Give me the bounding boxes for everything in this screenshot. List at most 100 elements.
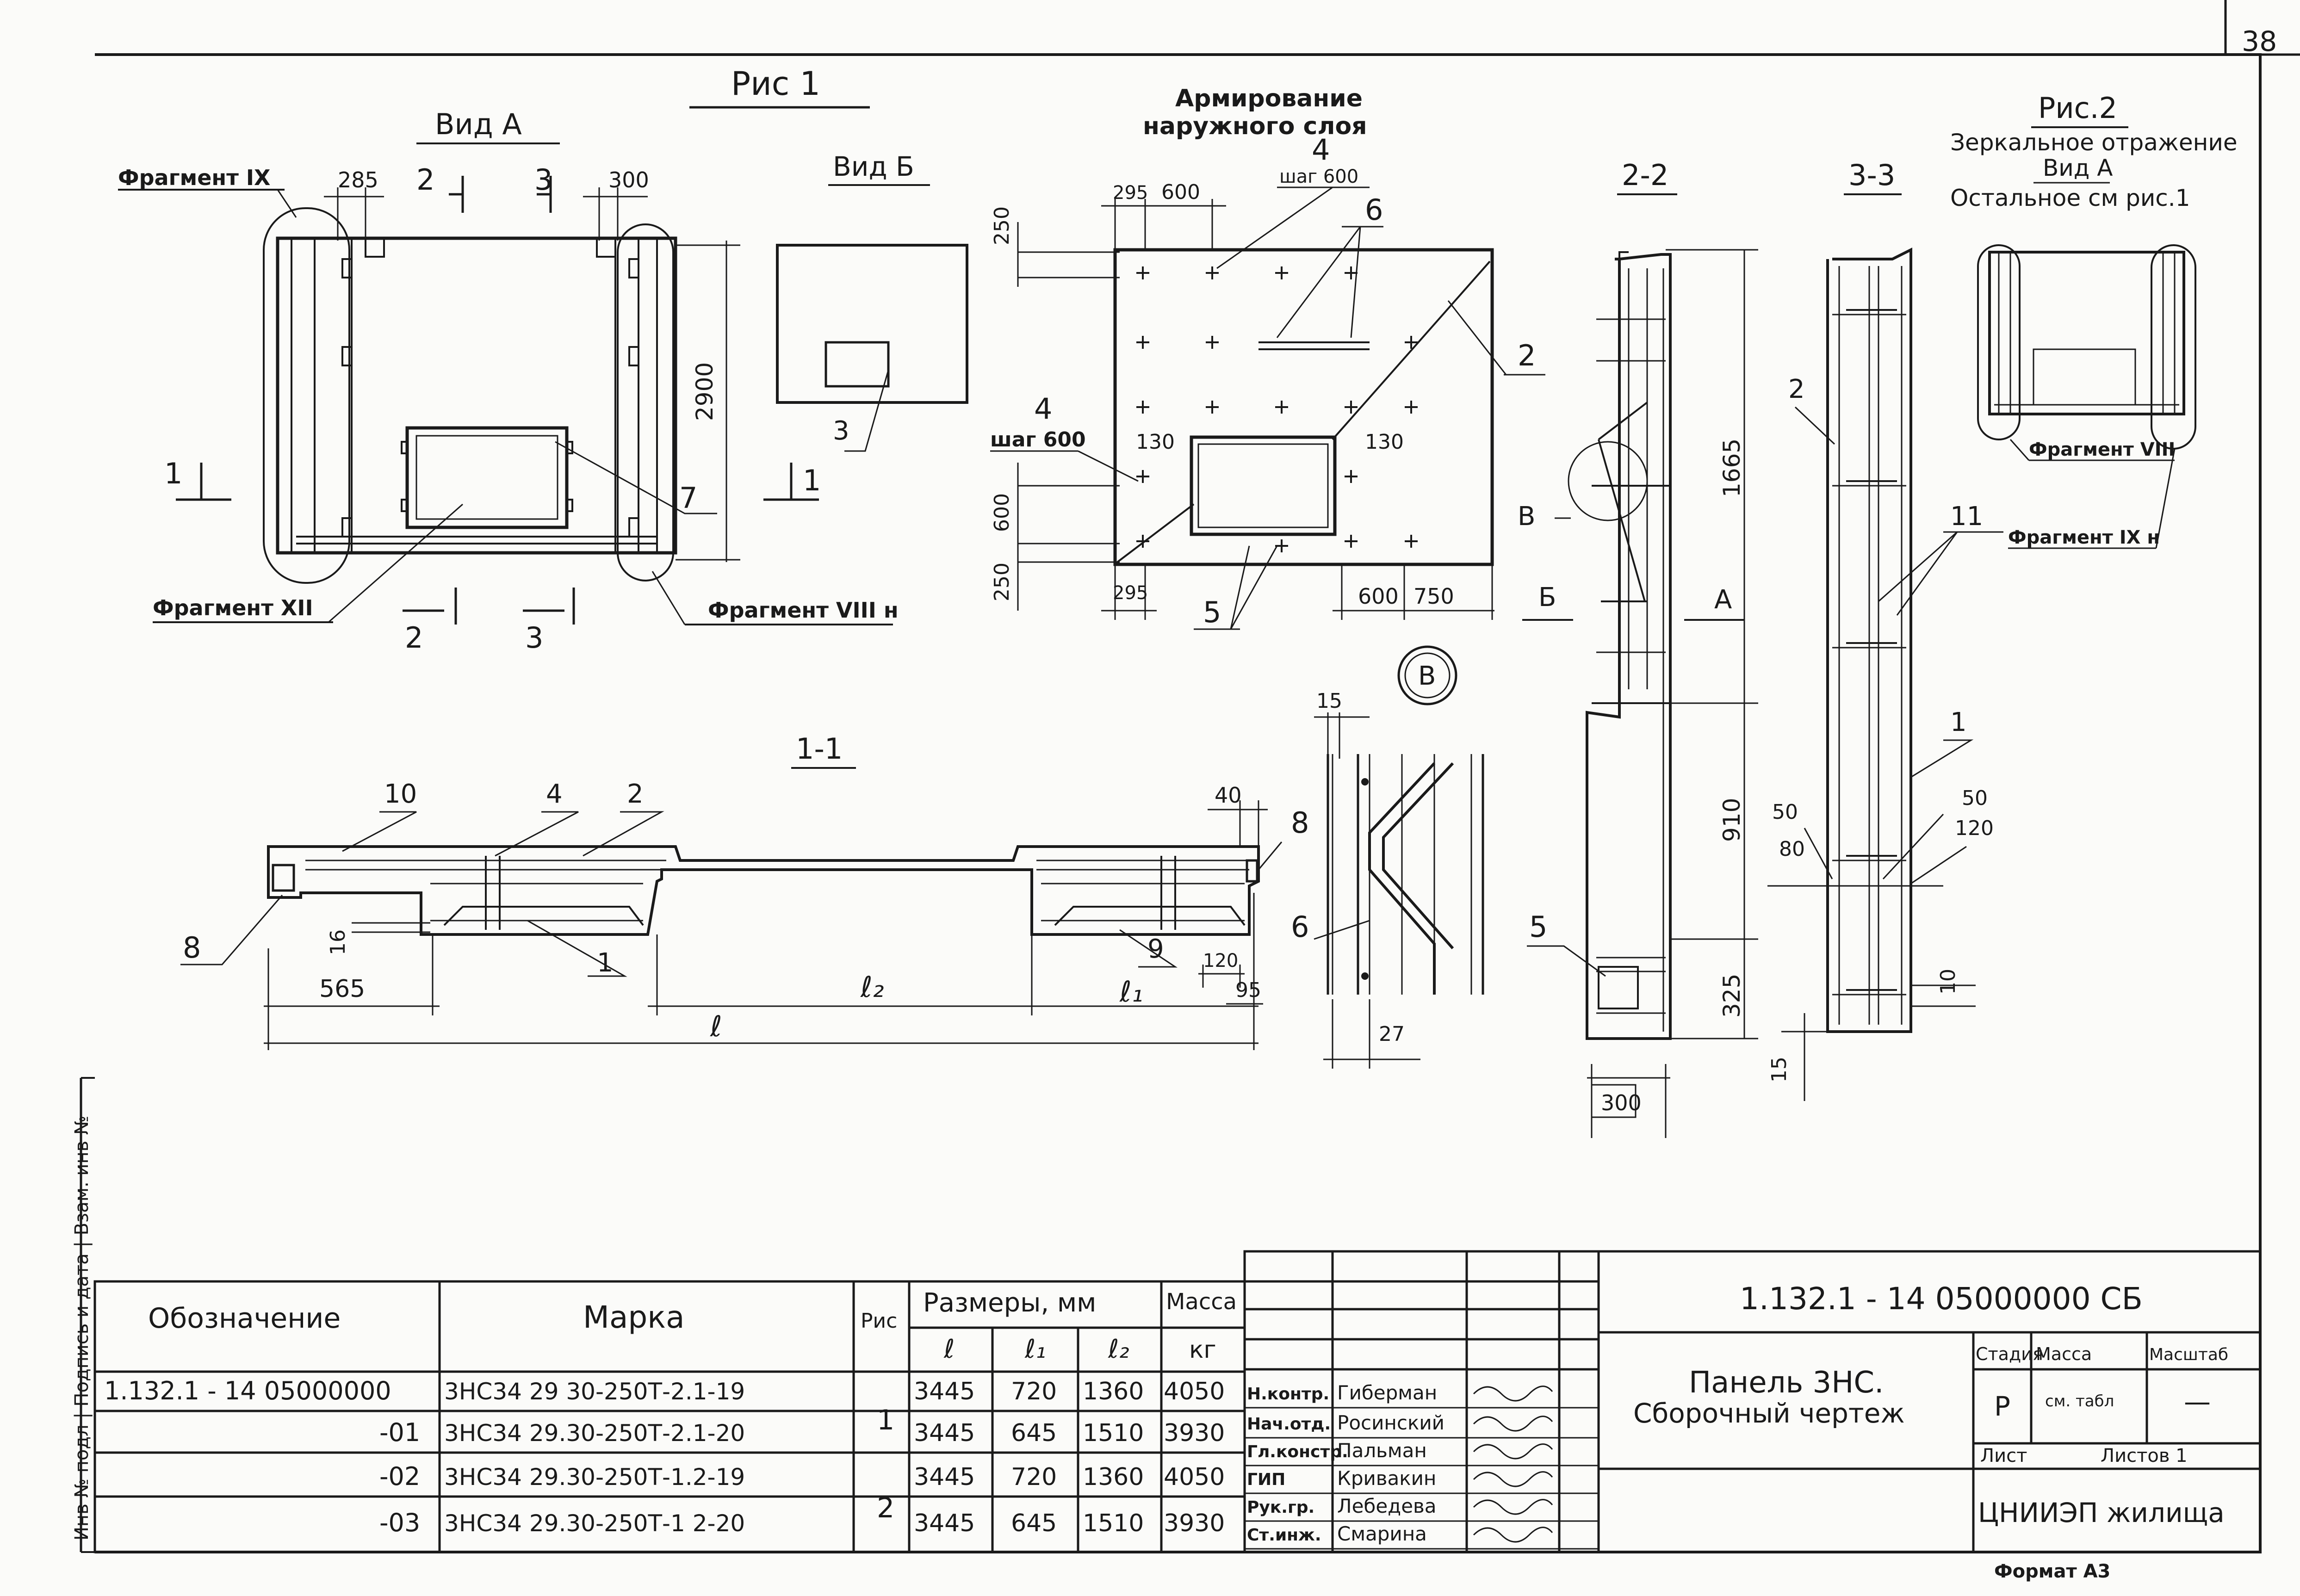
leader-3: 3 (833, 416, 849, 446)
signature-scribble (1473, 1471, 1553, 1487)
section-3-3: 3-3 2 11 1 50 80 50 120 10 15 (1767, 158, 1994, 1101)
view-b-arrow: Б (1538, 582, 1556, 612)
leader-4-top: 4 (1312, 133, 1330, 167)
leader-2-reinf: 2 (1518, 339, 1536, 372)
cell-designation: 1.132.1 - 14 05000000 (104, 1376, 391, 1405)
leader-11: 11 (1950, 501, 1983, 532)
frag-ix-label: Фрагмент IX (118, 165, 270, 190)
cell-l1: 645 (1011, 1419, 1057, 1447)
title-line-1: Панель 3НС. (1689, 1366, 1884, 1400)
reinf-cross-mark (1405, 535, 1418, 548)
dim-600-top: 600 (1161, 180, 1200, 204)
dim-300: 300 (608, 167, 649, 192)
sheets-header: Листов 1 (2101, 1445, 2188, 1466)
reinf-cross-mark (1275, 539, 1288, 552)
dim-300-sect: 300 (1601, 1090, 1642, 1115)
signature-scribble (1473, 1527, 1553, 1543)
dim-10: 10 (1936, 969, 1960, 995)
view-a-arrow: А (1714, 585, 1732, 615)
cut-2-top: 2 (416, 163, 434, 197)
reinf-cross-mark (1136, 535, 1149, 548)
step-600-mid: шаг 600 (990, 428, 1086, 452)
view-b: Вид Б 3 (776, 151, 968, 452)
fig-2: Рис.2 Зеркальное отражение Вид А Остальн… (1950, 91, 2238, 549)
person-role: Нач.отд. (1247, 1415, 1331, 1434)
cell-mass: 4050 (1164, 1463, 1225, 1491)
th-sizes: Размеры, мм (923, 1288, 1096, 1318)
th-mass: Масса (1166, 1289, 1237, 1315)
dim-l2: ℓ₂ (860, 970, 884, 1004)
cut-2-bot: 2 (405, 621, 423, 655)
cell-mark: 3НС34 29 30-250Т-2.1-19 (444, 1378, 745, 1405)
mass-value: см. табл (2045, 1392, 2114, 1410)
cell-l2: 1360 (1083, 1378, 1144, 1405)
leader-6: 6 (1365, 193, 1383, 227)
cell-l2: 1510 (1083, 1419, 1144, 1447)
page-number: 38 (2242, 25, 2277, 58)
reinf-cross-mark (1136, 336, 1149, 349)
dim-910: 910 (1718, 798, 1745, 842)
dim-l1: ℓ₁ (1119, 975, 1143, 1008)
sheet-frame (80, 0, 2300, 1553)
dim-250-bot: 250 (990, 563, 1014, 601)
reinf-cross-mark (1275, 401, 1288, 414)
dim-15-node: 15 (1316, 689, 1342, 713)
frag-ix-n-label: Фрагмент IX н (2008, 527, 2160, 548)
cell-designation: -02 (379, 1462, 420, 1491)
th-fig: Рис (861, 1309, 897, 1333)
fig-group-1: 1 (877, 1404, 894, 1436)
section-2-2-title: 2-2 (1622, 158, 1668, 192)
leader-2-sect33: 2 (1788, 374, 1805, 404)
stage-header: Стадия (1976, 1344, 2043, 1364)
reinf-cross-mark (1136, 266, 1149, 279)
cell-l1: 645 (1011, 1509, 1057, 1537)
cell-l1: 720 (1011, 1463, 1057, 1491)
person-role: Гл.констр. (1247, 1442, 1348, 1461)
node-b-marker (1397, 645, 1457, 705)
person-role: ГИП (1247, 1470, 1285, 1489)
cell-mass: 3930 (1164, 1509, 1225, 1537)
fig1-title: Рис 1 (731, 65, 820, 103)
cell-l2: 1360 (1083, 1463, 1144, 1491)
fig2-sub1: Зеркальное отражение (1950, 129, 2238, 156)
person-role: Рук.гр. (1247, 1498, 1314, 1517)
cell-designation: -01 (379, 1418, 420, 1447)
reinf-opening (1190, 435, 1337, 536)
view-b-title: Вид Б (833, 151, 914, 182)
signature-scribble (1473, 1416, 1553, 1432)
dim-50-left: 50 (1772, 800, 1798, 824)
org-name: ЦНИИЭП жилища (1978, 1497, 2225, 1528)
title-line-2: Сборочный чертеж (1633, 1398, 1905, 1429)
fig2-sub3: Остальное см рис.1 (1950, 185, 2190, 211)
person-role: Н.контр. (1247, 1385, 1329, 1404)
cell-mark: 3НС34 29.30-250Т-1 2-20 (444, 1510, 745, 1537)
fig2-fragment-ix-n (2151, 244, 2196, 450)
dim-285: 285 (338, 167, 378, 192)
cell-l: 3445 (914, 1378, 975, 1405)
reinf-title-1: Армирование (1175, 85, 1363, 112)
cell-l1: 720 (1011, 1378, 1057, 1405)
side-stamp: Инв № подл | Подпись и дата | Взам. инв … (71, 1077, 95, 1553)
node-b-callout (1568, 441, 1648, 521)
dim-l: ℓ (710, 1009, 722, 1043)
th-mark: Марка (583, 1299, 685, 1335)
dim-80: 80 (1779, 837, 1805, 861)
fragment-ix-outline (263, 207, 350, 584)
reinf-cross-mark (1206, 266, 1219, 279)
scale-header: Масштаб (2149, 1345, 2228, 1364)
reinf-cross-mark (1275, 266, 1288, 279)
people-rows: Н.контр.ГиберманНач.отд.РосинскийГл.конс… (1245, 1381, 1599, 1550)
dim-600-left: 600 (990, 493, 1014, 532)
cell-mark: 3НС34 29.30-250Т-1.2-19 (444, 1464, 745, 1491)
mass-header: Масса (2036, 1344, 2092, 1364)
cut-1-left: 1 (164, 457, 182, 490)
leader-8-left: 8 (183, 931, 201, 965)
reinforcement-view: Армирование наружного слоя 4 шаг 600 6 2… (990, 85, 1545, 705)
node-b-letter: В (1418, 661, 1436, 691)
dim-15-sect33: 15 (1767, 1057, 1791, 1083)
dim-130-left: 130 (1136, 430, 1175, 454)
dim-565: 565 (319, 975, 365, 1003)
leader-2-sect11: 2 (627, 779, 644, 809)
signature-scribble (1473, 1499, 1553, 1515)
